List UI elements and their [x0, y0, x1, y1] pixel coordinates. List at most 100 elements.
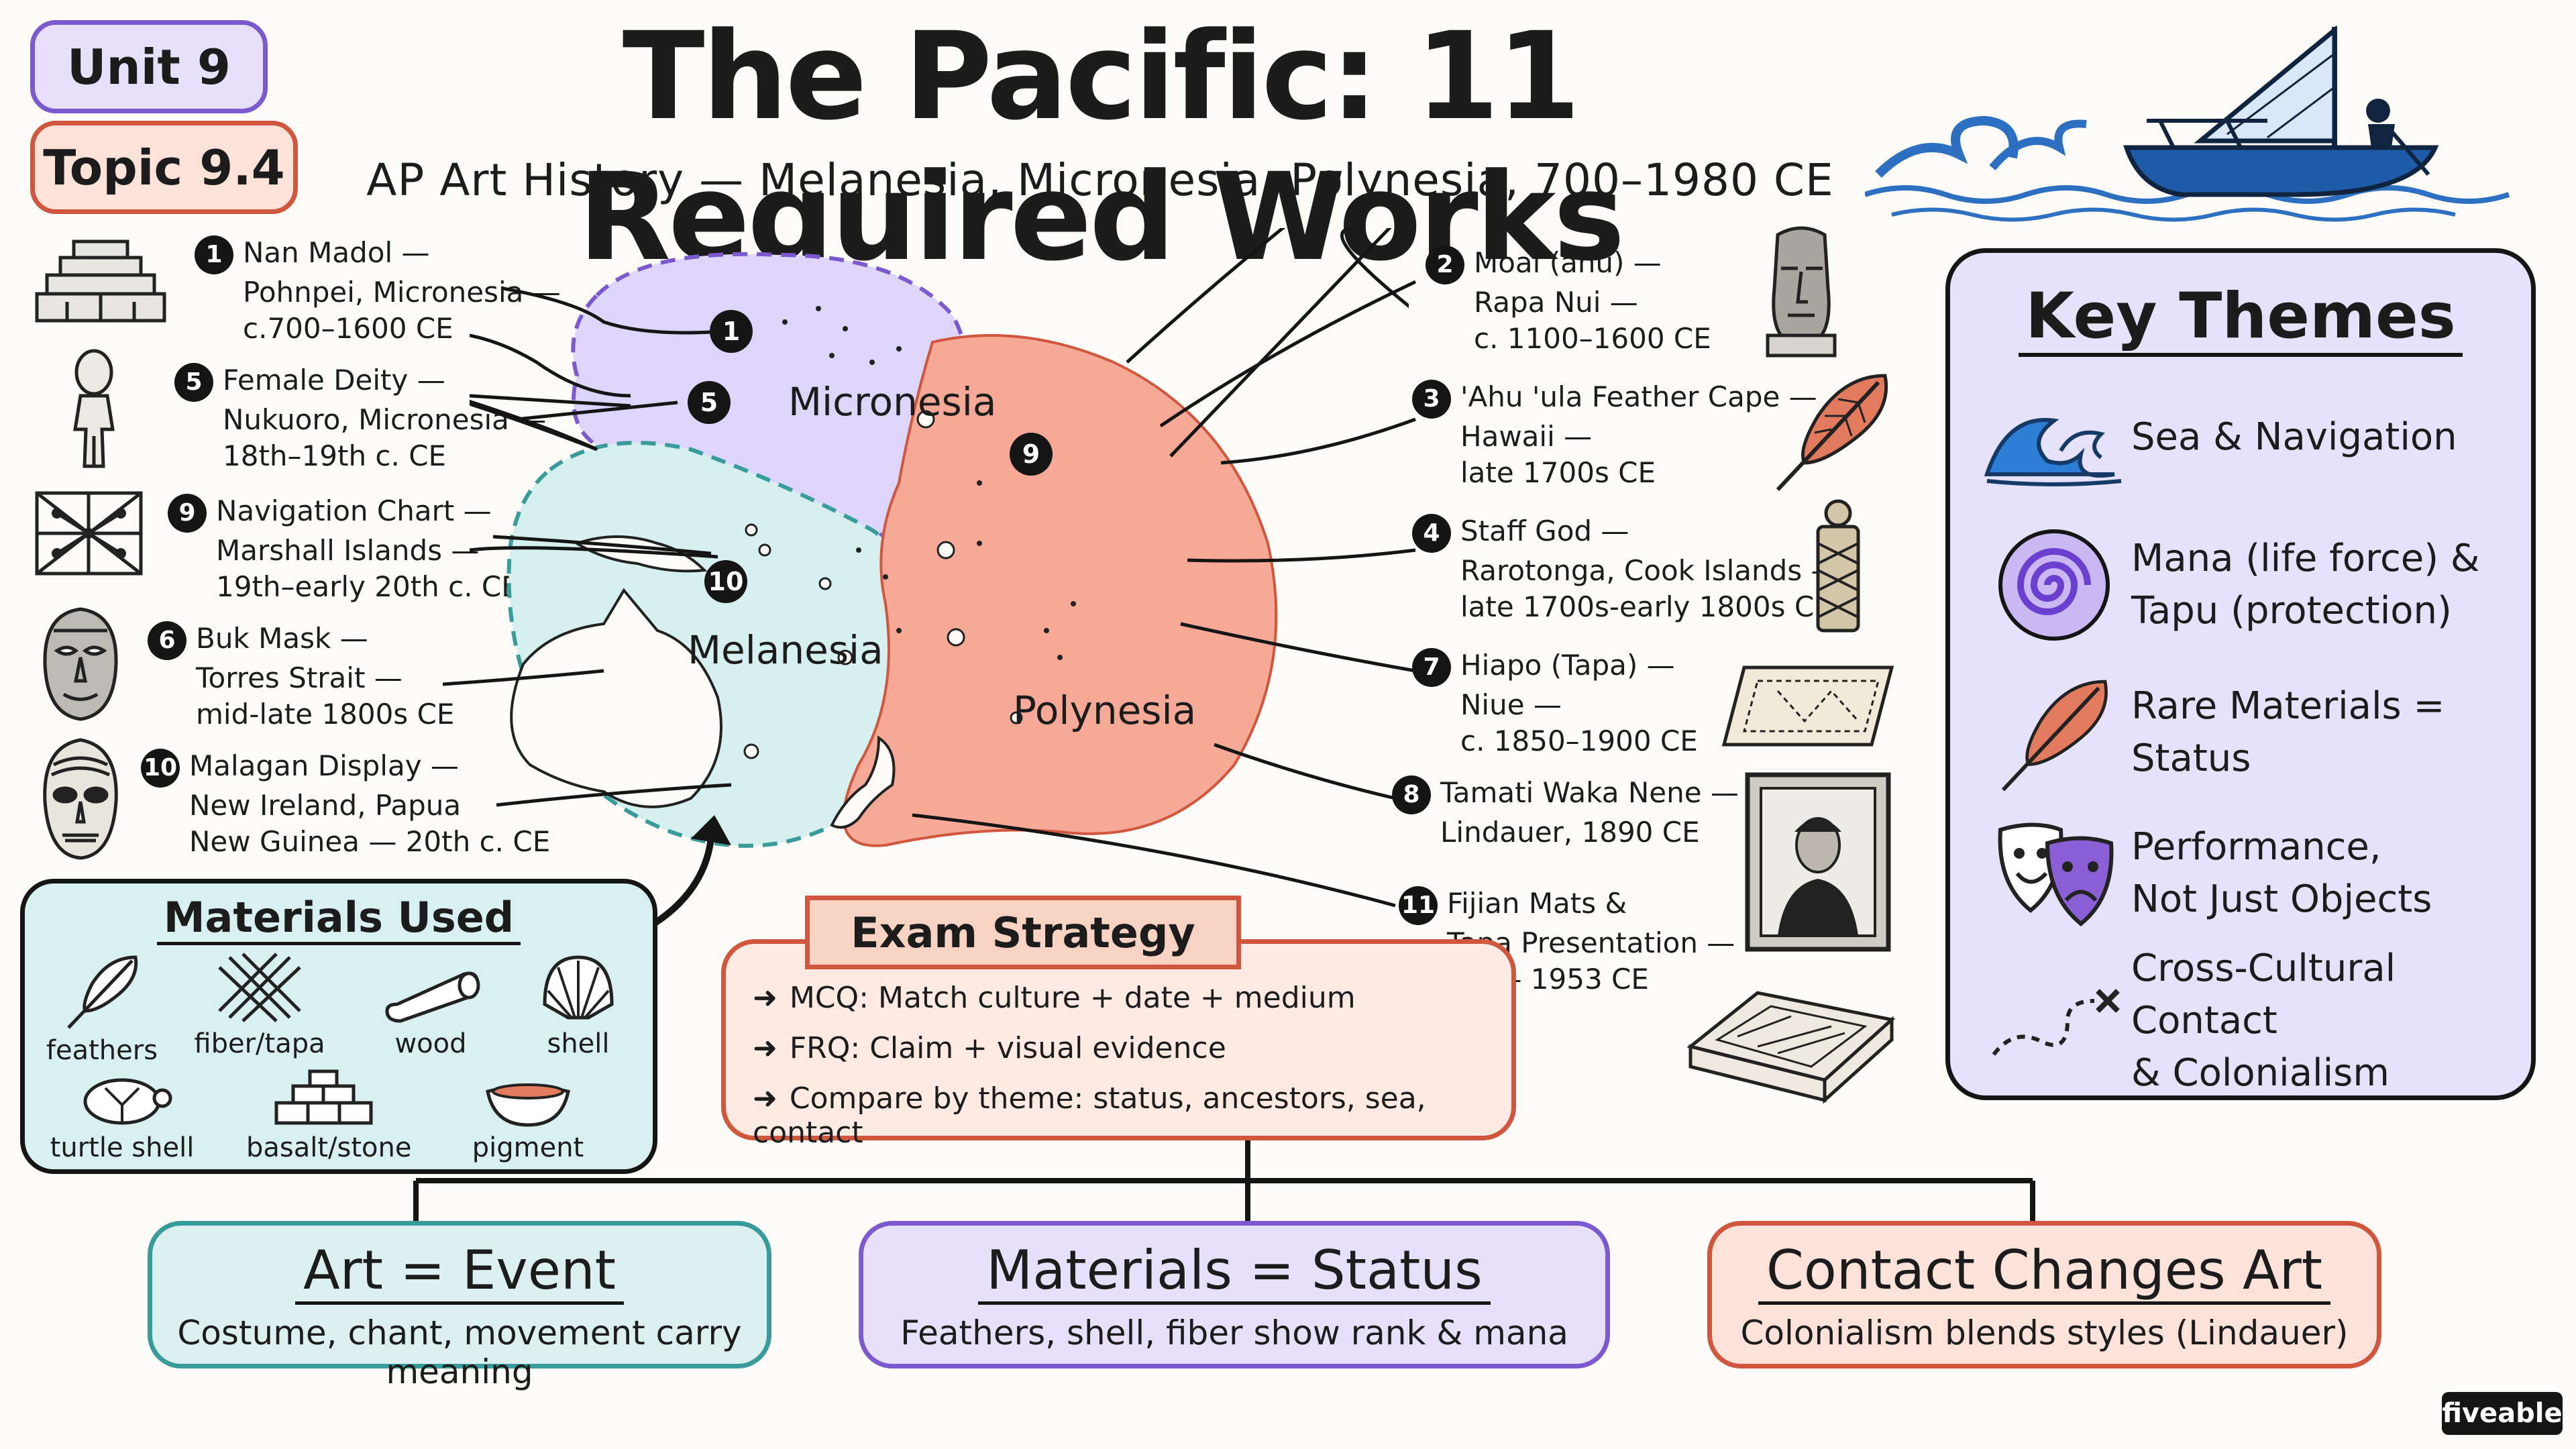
shell-icon	[543, 955, 614, 1020]
woven-fiber-icon	[218, 953, 301, 1022]
work-title: 'Ahu 'ula Feather Cape —	[1460, 380, 1817, 413]
work-title: Moai (ahu) —	[1474, 246, 1662, 279]
key-themes-title: Key Themes	[1950, 280, 2531, 357]
spiral-icon	[1998, 529, 2110, 641]
tapa-cloth-icon	[1721, 665, 1894, 747]
region-label-polynesia: Polynesia	[1013, 688, 1197, 733]
materials-title: Materials Used	[25, 893, 653, 945]
takeaway-title: Materials = Status	[978, 1239, 1491, 1305]
work-number-badge: 11	[1399, 885, 1438, 925]
outrigger-canoe-icon	[1865, 25, 2510, 222]
work-number-badge: 4	[1412, 513, 1451, 553]
carved-mask-icon	[43, 738, 118, 860]
material-fiber-tapa: fiber/tapa	[193, 951, 327, 1059]
pigment-bowl-icon	[486, 1083, 570, 1127]
work-location: New Ireland, Papua	[189, 788, 462, 822]
work-date: c.700–1600 CE	[243, 311, 453, 345]
materials-panel: Materials Used feathers fiber/tapa wood …	[20, 879, 657, 1174]
work-date: 19th–early 20th c. CE	[216, 570, 519, 603]
wave-icon	[1984, 418, 2122, 486]
log-icon	[385, 971, 480, 1023]
work-location: Torres Strait —	[196, 661, 402, 694]
figure-statue-icon	[73, 349, 115, 468]
theme-label: & Colonialism	[2131, 1051, 2390, 1095]
work-title: Nan Madol —	[243, 236, 430, 269]
takeaway-contact-changes-art: Contact Changes Art Colonialism blends s…	[1707, 1221, 2381, 1368]
work-title: Buk Mask —	[196, 622, 368, 655]
work-title: Hiapo (Tapa) —	[1460, 649, 1675, 682]
material-shell: shell	[521, 951, 635, 1059]
mask-icon	[43, 607, 118, 721]
work-location: Pohnpei, Micronesia —	[243, 275, 561, 309]
exam-item: ➜MCQ: Match culture + date + medium	[753, 981, 1356, 1015]
material-basalt-stone: basalt/stone	[246, 1068, 411, 1163]
work-number-badge: 2	[1426, 245, 1464, 284]
takeaway-title: Art = Event	[294, 1239, 625, 1305]
theme-performance: Performance, Not Just Objects	[1977, 810, 2514, 937]
takeaway-materials-status: Materials = Status Feathers, shell, fibe…	[859, 1221, 1610, 1368]
takeaway-subtitle: Colonialism blends styles (Lindauer)	[1740, 1313, 2349, 1352]
theme-label: Mana (life force) &	[2131, 537, 2480, 580]
theme-label: Not Just Objects	[2131, 877, 2432, 921]
takeaway-title: Contact Changes Art	[1758, 1239, 2331, 1305]
theme-label: Performance,	[2131, 825, 2381, 869]
takeaway-art-event: Art = Event Costume, chant, movement car…	[148, 1221, 771, 1391]
work-staff-god: 4 Staff God — Rarotonga, Cook Islands — l…	[1412, 513, 1839, 625]
map-marker: 10	[704, 560, 747, 603]
turtle-icon	[83, 1078, 172, 1125]
work-date: c. 1850–1900 CE	[1460, 724, 1698, 757]
key-themes-panel: Key Themes Sea & Navigation Mana (life f…	[1945, 248, 2536, 1100]
material-turtle-shell: turtle shell	[45, 1068, 199, 1163]
map-marker: 5	[688, 381, 731, 424]
work-date: late 1700s CE	[1460, 455, 1656, 489]
work-title: Navigation Chart —	[216, 494, 492, 527]
work-location: Rapa Nui —	[1474, 285, 1638, 319]
work-title: Fijian Mats &	[1447, 887, 1627, 920]
work-number-badge: 5	[174, 362, 213, 402]
region-label-micronesia: Micronesia	[788, 379, 997, 425]
exam-strategy-title: Exam Strategy	[805, 896, 1241, 969]
theme-rare-materials: Rare Materials = Status	[1977, 669, 2514, 796]
work-number-badge: 6	[148, 621, 186, 660]
material-feathers: feathers	[45, 951, 159, 1066]
theme-cross-cultural: Cross-Cultural Contact & Colonialism	[1977, 947, 2514, 1095]
work-title: Staff God —	[1460, 515, 1629, 547]
work-location: Rarotonga, Cook Islands —	[1460, 553, 1839, 587]
work-location: Marshall Islands —	[216, 533, 480, 567]
topic-tag: Topic 9.4	[30, 121, 298, 214]
work-number-badge: 7	[1412, 647, 1451, 687]
work-title: Female Deity —	[223, 364, 445, 396]
work-location: Lindauer, 1890 CE	[1440, 815, 1700, 849]
stone-ruins-icon	[35, 239, 166, 323]
work-location: Hawaii —	[1460, 419, 1593, 453]
theme-label: Cross-Cultural Contact	[2131, 947, 2396, 1042]
portrait-icon	[1745, 772, 1891, 952]
page-subtitle: AP Art History — Melanesia, Micronesia, …	[366, 154, 1834, 206]
exam-item: ➜Compare by theme: status, ancestors, se…	[753, 1081, 1426, 1150]
work-date: late 1700s-early 1800s CE	[1460, 590, 1832, 623]
theme-mana-tapu: Mana (life force) &Tapu (protection)	[1977, 521, 2514, 649]
work-date: New Guinea — 20th c. CE	[189, 824, 551, 858]
work-title: Malagan Display —	[189, 749, 459, 782]
stone-blocks-icon	[274, 1069, 373, 1125]
exam-item: ➜FRQ: Claim + visual evidence	[753, 1031, 1226, 1065]
work-number-badge: 10	[141, 748, 180, 788]
region-label-melanesia: Melanesia	[688, 627, 883, 673]
work-title: Tamati Waka Nene —	[1440, 776, 1739, 809]
moai-icon	[1766, 226, 1837, 358]
unit-tag: Unit 9	[30, 20, 268, 113]
theme-sea-navigation: Sea & Navigation	[1977, 374, 2514, 501]
polynesia-region	[842, 334, 1278, 847]
feather-icon	[67, 955, 138, 1029]
folded-mat-icon	[1686, 991, 1896, 1104]
fiveable-logo: fiveable	[2442, 1392, 2563, 1435]
theme-label: Sea & Navigation	[2131, 415, 2457, 459]
work-number-badge: 3	[1412, 379, 1451, 419]
material-wood: wood	[374, 957, 488, 1059]
